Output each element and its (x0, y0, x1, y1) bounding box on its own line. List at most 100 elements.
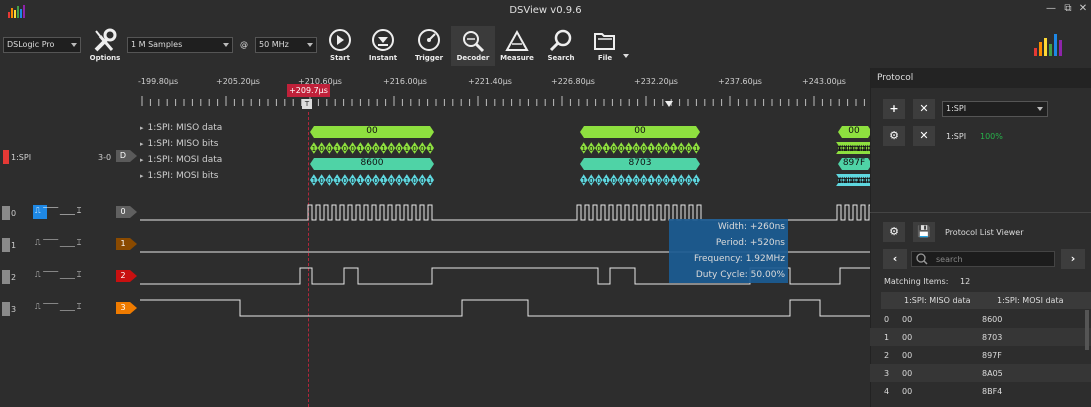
time-tick-label: +226.80µs (551, 77, 595, 86)
search-button[interactable]: Search (539, 26, 583, 66)
decoder-settings-button[interactable]: ⚙ (883, 126, 905, 146)
svg-text:1: 1 (850, 145, 854, 153)
cursor-tag[interactable]: T (302, 99, 312, 109)
svg-text:0: 0 (634, 145, 638, 153)
svg-text:1: 1 (405, 145, 409, 153)
column-header-miso[interactable]: 1:SPI: MISO data (904, 296, 971, 305)
row-miso: 00 (902, 369, 913, 378)
svg-text:0: 0 (864, 145, 868, 153)
measure-frequency: Frequency: 1.92MHz (693, 254, 785, 264)
list-scrollbar[interactable] (1085, 310, 1089, 350)
decoder-tag[interactable]: D (116, 150, 130, 162)
delete-decoder-button[interactable]: ✕ (913, 126, 935, 146)
file-menu-arrow-icon[interactable] (623, 54, 629, 58)
svg-text:0: 0 (412, 177, 416, 185)
miso-data-value: 00 (848, 126, 860, 136)
svg-text:0: 0 (867, 145, 870, 153)
channel-handle[interactable] (2, 238, 10, 252)
app-logo-icon (8, 5, 25, 18)
file-button[interactable]: File (583, 26, 627, 66)
restore-button[interactable]: ⧉ (1064, 3, 1072, 14)
channel-tag[interactable]: 1 (116, 238, 130, 250)
title-bar: DSView v0.9.6 — ⧉ ✕ (0, 0, 1091, 24)
svg-text:0: 0 (854, 145, 858, 153)
svg-text:0: 0 (397, 177, 401, 185)
next-match-button[interactable]: › (1061, 249, 1085, 269)
trigger-position-icon (665, 101, 673, 107)
svg-text:0: 0 (420, 145, 424, 153)
channel-handle[interactable] (2, 206, 10, 220)
annotation-row-label: 1:SPI: MOSI data (140, 155, 223, 165)
svg-text:0: 0 (589, 145, 593, 153)
options-button[interactable]: Options (83, 26, 127, 66)
start-label: Start (330, 54, 350, 62)
minimize-button[interactable]: — (1046, 3, 1056, 14)
trigger-options[interactable]: ⎍ ⎺⎺ ⎽⎽ ⌶ (35, 270, 82, 279)
trigger-button[interactable]: Trigger (407, 26, 451, 66)
decoder-button[interactable]: Decoder (451, 26, 495, 66)
svg-text:1: 1 (627, 177, 631, 185)
decoder-range: 3-0 (98, 153, 112, 162)
brand-logo-icon (1034, 34, 1062, 56)
svg-text:0: 0 (343, 177, 347, 185)
trigger-options[interactable]: ⎍ ⎺⎺ ⎽⎽ ⌶ (35, 238, 82, 247)
table-header (881, 292, 1091, 309)
svg-text:0: 0 (589, 177, 593, 185)
samplerate-select[interactable]: 50 MHz (255, 37, 317, 53)
list-viewer-title: Protocol List Viewer (945, 228, 1024, 237)
svg-text:1: 1 (856, 145, 860, 153)
measure-width: Width: +260ns (717, 222, 785, 232)
svg-text:0: 0 (664, 145, 668, 153)
channel-tag[interactable]: 2 (116, 270, 130, 282)
instant-label: Instant (368, 54, 398, 62)
channel-handle[interactable] (2, 270, 10, 284)
add-decoder-button[interactable]: + (883, 99, 905, 119)
decoder-type-select[interactable]: 1:SPI (942, 101, 1048, 117)
row-index: 1 (884, 333, 890, 342)
svg-text:0: 0 (845, 145, 849, 153)
channel-handle[interactable] (2, 302, 10, 316)
channel-tag[interactable]: 0 (116, 206, 130, 218)
close-button[interactable]: ✕ (1078, 3, 1088, 14)
svg-text:1: 1 (405, 177, 409, 185)
prev-match-button[interactable]: ‹ (883, 249, 907, 269)
svg-text:0: 0 (350, 177, 354, 185)
search-input[interactable]: search (911, 251, 1055, 267)
channel-tag[interactable]: 3 (116, 302, 130, 314)
cursor-time-label[interactable]: +209.7µs (287, 84, 330, 97)
save-list-button[interactable]: 💾 (913, 222, 935, 242)
trigger-label: Trigger (414, 54, 444, 62)
svg-text:0: 0 (412, 145, 416, 153)
search-placeholder: search (936, 255, 963, 264)
list-settings-button[interactable]: ⚙ (883, 222, 905, 242)
remove-all-decoders-button[interactable]: ✕ (913, 99, 935, 119)
svg-text:0: 0 (657, 145, 661, 153)
trigger-options[interactable]: ⎍ ⎺⎺ ⎽⎽ ⌶ (35, 206, 82, 215)
time-tick-label: +216.00µs (383, 77, 427, 86)
svg-text:1: 1 (358, 145, 362, 153)
trigger-rising-icon[interactable] (33, 205, 47, 219)
instant-button[interactable]: Instant (361, 26, 405, 66)
time-ruler[interactable]: -199.80µs +205.20µs +210.60µs +216.00µs … (0, 68, 870, 116)
samples-select[interactable]: 1 M Samples (127, 37, 233, 53)
column-header-mosi[interactable]: 1:SPI: MOSI data (997, 296, 1064, 305)
svg-text:1: 1 (312, 177, 316, 185)
svg-text:0: 0 (343, 145, 347, 153)
channel-index: 1 (11, 241, 17, 250)
decoder-name: 1:SPI (11, 153, 32, 162)
row-mosi: 8600 (982, 315, 1003, 324)
miso-data-value: 00 (634, 126, 646, 136)
start-button[interactable]: Start (318, 26, 362, 66)
trigger-options[interactable]: ⎍ ⎺⎺ ⎽⎽ ⌶ (35, 302, 82, 311)
svg-text:1: 1 (843, 177, 847, 185)
svg-text:0: 0 (852, 177, 856, 185)
measure-button[interactable]: Measure (495, 26, 539, 66)
decoder-color-bar (3, 150, 9, 164)
device-select[interactable]: DSLogic Pro (3, 37, 81, 53)
